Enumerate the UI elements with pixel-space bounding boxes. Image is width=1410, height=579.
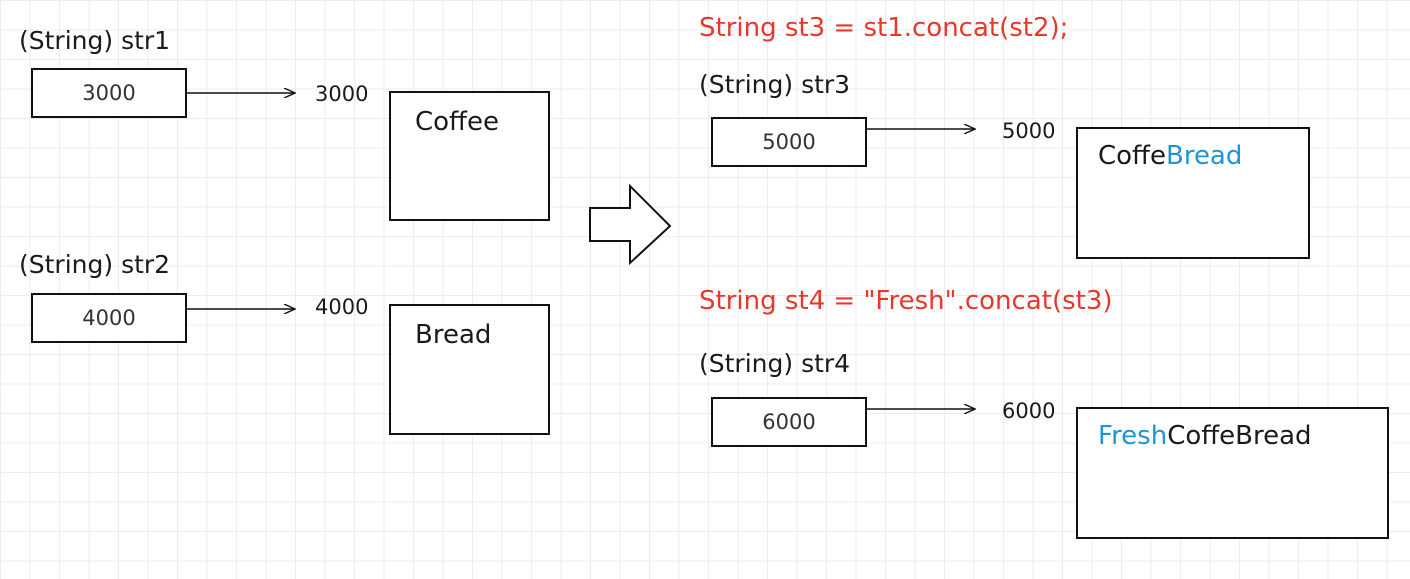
str2-heap-object: Bread	[389, 304, 550, 435]
str2-label: (String) str2	[19, 250, 171, 279]
str4-heap-content: FreshCoffeBread	[1098, 423, 1312, 449]
str4-label: (String) str4	[699, 349, 851, 378]
str2-heap-content: Bread	[415, 320, 492, 350]
str4-content-prefix: Fresh	[1098, 421, 1168, 451]
right-block-arrow-icon	[589, 183, 672, 266]
concat-statement-2: String st4 = "Fresh".concat(st3)	[699, 286, 1113, 316]
str4-reference-value: 6000	[762, 409, 816, 434]
str4-content-original: CoffeBread	[1167, 421, 1312, 451]
str2-reference-value: 4000	[82, 305, 136, 330]
str3-content-appended: Bread	[1165, 141, 1243, 171]
str4-heap-address: 6000	[1002, 399, 1056, 423]
str3-content-original: Coffe	[1098, 141, 1166, 171]
str3-label: (String) str3	[699, 70, 851, 99]
str1-reference-box: 3000	[31, 68, 187, 118]
str3-reference-box: 5000	[711, 117, 867, 167]
concat-statement-1: String st3 = st1.concat(st2);	[699, 13, 1069, 43]
str3-reference-value: 5000	[762, 129, 816, 154]
str4-heap-object: FreshCoffeBread	[1076, 407, 1389, 539]
str1-reference-value: 3000	[82, 80, 136, 105]
str3-heap-address: 5000	[1002, 119, 1056, 143]
str3-heap-object: CoffeBread	[1076, 127, 1310, 259]
str2-heap-address: 4000	[315, 295, 369, 319]
str1-heap-address: 3000	[315, 82, 369, 106]
str1-label: (String) str1	[19, 26, 171, 55]
str1-heap-content: Coffee	[415, 107, 499, 137]
str1-heap-object: Coffee	[389, 91, 550, 221]
str3-heap-content: CoffeBread	[1098, 143, 1242, 169]
str2-reference-box: 4000	[31, 293, 187, 343]
str4-reference-box: 6000	[711, 397, 867, 447]
